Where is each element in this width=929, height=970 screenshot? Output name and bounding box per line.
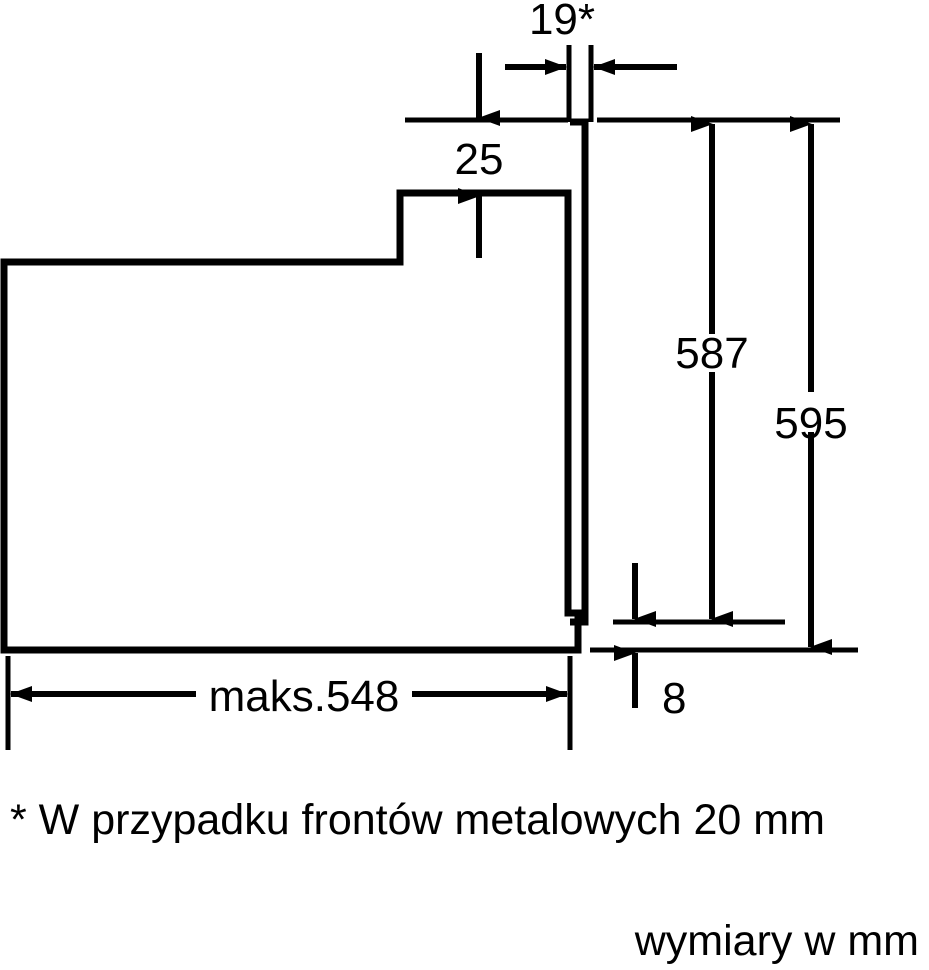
dimension-548: maks.548 [10,672,568,721]
dimension-595: 595 [774,116,848,655]
dimension-25-label: 25 [455,135,504,184]
dimension-8-label: 8 [662,674,686,723]
dimension-595-label: 595 [774,399,847,448]
dimension-19: 19* [505,0,677,75]
oven-body-outline [0,189,582,654]
dimension-548-label: maks.548 [209,672,400,721]
dimension-8: 8 [614,563,686,723]
unit-note-text: wymiary w mm [634,917,919,965]
dimension-25: 25 [455,53,504,258]
dimension-587: 587 [675,116,749,627]
dimension-19-label: 19* [529,0,595,44]
extension-lines [5,45,858,750]
dimension-587-label: 587 [675,329,748,378]
footnote-text: * W przypadku frontów metalowych 20 mm [10,796,825,844]
oven-front-panel [570,118,589,626]
